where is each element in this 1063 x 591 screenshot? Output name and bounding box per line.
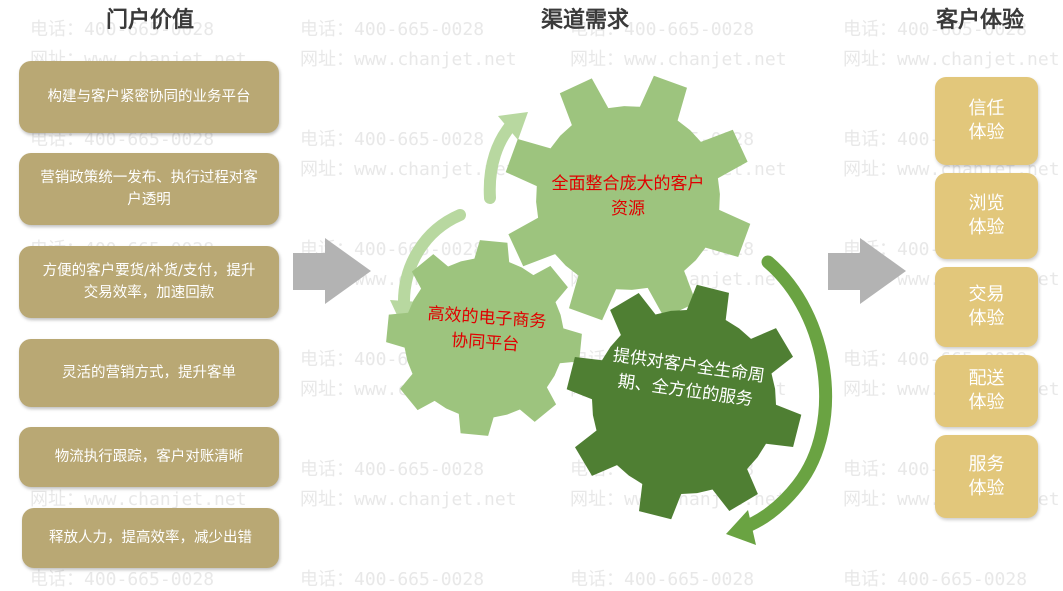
heading-channel-demand: 渠道需求 (540, 8, 629, 33)
curved-arrow-bottom-icon (735, 255, 833, 535)
value-box-2: 营销政策统一发布、执行过程对客户透明 (19, 153, 279, 225)
gear-top-label: 全面整合庞大的客户资源 (551, 174, 705, 219)
gear-left-label: 高效的电子商务协同平台 (426, 303, 547, 356)
curved-arrow-bottom-head-icon (726, 510, 756, 545)
value-box-6: 释放人力，提高效率，减少出错 (22, 508, 279, 568)
experience-box-delivery: 配送体验 (935, 355, 1038, 427)
process-arrow-right-icon (828, 238, 906, 304)
experience-box-browse: 浏览体验 (935, 173, 1038, 259)
curved-arrow-left-icon (397, 209, 466, 311)
experience-box-trust: 信任体验 (935, 77, 1038, 165)
gear-top (505, 75, 751, 321)
value-box-4: 灵活的营销方式，提升客单 (19, 339, 279, 407)
experience-box-service: 服务体验 (935, 435, 1038, 518)
process-arrow-left-icon (293, 238, 371, 304)
value-box-1: 构建与客户紧密协同的业务平台 (19, 61, 279, 133)
heading-portal-value: 门户价值 (105, 8, 194, 33)
value-box-5: 物流执行跟踪，客户对账清晰 (19, 427, 279, 487)
value-box-3: 方便的客户要货/补货/支付，提升交易效率，加速回款 (19, 246, 279, 318)
gear-right (566, 284, 802, 520)
curved-arrow-top-icon (483, 118, 518, 204)
heading-customer-experience: 客户体验 (935, 8, 1024, 33)
curved-arrow-top-head-icon (498, 112, 528, 140)
gear-left (386, 240, 582, 436)
experience-box-trade: 交易体验 (935, 267, 1038, 347)
